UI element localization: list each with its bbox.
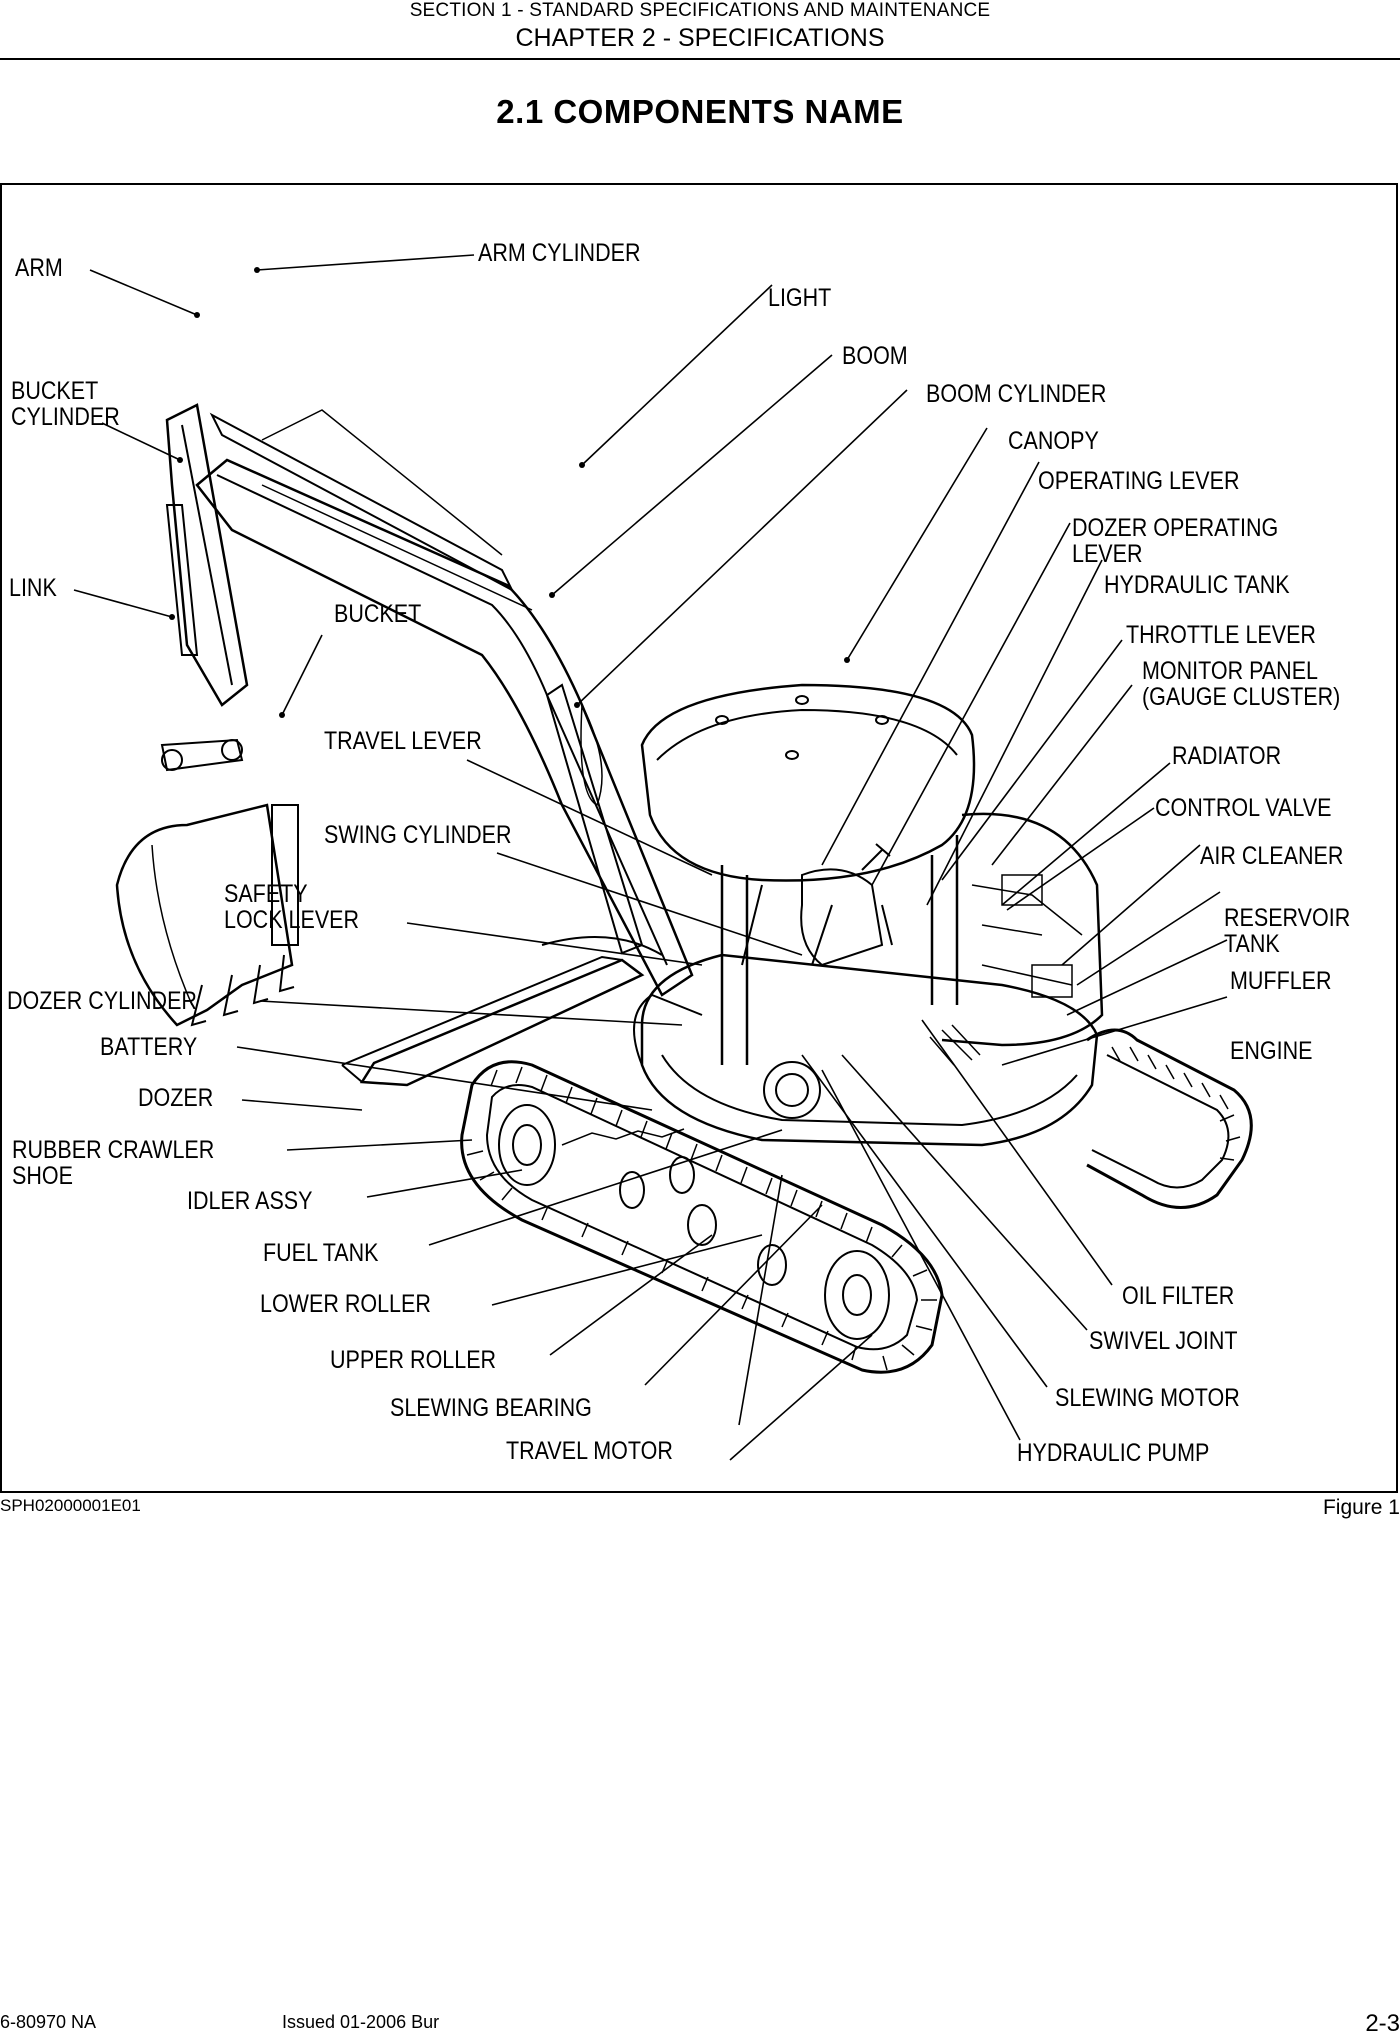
chapter-header: CHAPTER 2 - SPECIFICATIONS — [515, 24, 885, 52]
label-travel-lever: TRAVEL LEVER — [324, 727, 482, 755]
engine-cover — [941, 812, 1104, 1047]
excavator-illustration — [73, 254, 1253, 1461]
label-fuel-tank: FUEL TANK — [263, 1239, 379, 1267]
label-light: LIGHT — [768, 284, 832, 312]
section-header: SECTION 1 - STANDARD SPECIFICATIONS AND … — [409, 0, 991, 21]
label-hydraulic-pump: HYDRAULIC PUMP — [1017, 1439, 1210, 1467]
bucket-shape — [115, 803, 294, 1027]
rear-crawler-track — [1086, 1028, 1253, 1209]
label-control-valve: CONTROL VALVE — [1155, 794, 1332, 822]
label-swivel-joint: SWIVEL JOINT — [1089, 1327, 1238, 1355]
figure-code: SPH02000001E01 — [0, 1496, 141, 1515]
upper-structure — [640, 953, 1099, 1147]
label-travel-motor: TRAVEL MOTOR — [506, 1437, 673, 1465]
label-arm: ARM — [15, 254, 63, 282]
label-dozer: DOZER — [138, 1084, 214, 1112]
label-bucket: BUCKET — [334, 600, 422, 628]
label-slewing-bearing: SLEWING BEARING — [390, 1394, 592, 1422]
label-swing-cylinder: SWING CYLINDER — [324, 821, 512, 849]
label-air-cleaner: AIR CLEANER — [1200, 842, 1344, 870]
label-rubber-crawler-shoe: RUBBER CRAWLER SHOE — [12, 1136, 215, 1190]
label-muffler: MUFFLER — [1230, 967, 1332, 995]
label-monitor-panel: MONITOR PANEL (GAUGE CLUSTER) — [1142, 657, 1341, 711]
label-canopy: CANOPY — [1008, 427, 1099, 455]
footer-doc-number: 6-80970 NA — [0, 2012, 97, 2032]
operator-seat — [800, 868, 884, 967]
label-idler-assy: IDLER ASSY — [187, 1187, 313, 1215]
page-title: 2.1 COMPONENTS NAME — [496, 93, 904, 130]
label-link: LINK — [9, 574, 57, 602]
footer-page-number: 2-3 — [1365, 2010, 1400, 2037]
leader-lines — [73, 254, 1228, 1461]
dozer-blade — [359, 958, 645, 1087]
label-oil-filter: OIL FILTER — [1122, 1282, 1235, 1310]
label-radiator: RADIATOR — [1172, 742, 1282, 770]
figure-number: Figure 1 — [1322, 1496, 1400, 1519]
link — [160, 738, 244, 772]
canopy-roof — [640, 683, 976, 882]
label-boom-cylinder: BOOM CYLINDER — [926, 380, 1107, 408]
label-throttle-lever: THROTTLE LEVER — [1126, 621, 1316, 649]
boom — [195, 458, 694, 997]
label-reservoir-tank: RESERVOIR TANK — [1224, 904, 1351, 958]
label-hydraulic-tank: HYDRAULIC TANK — [1104, 571, 1290, 599]
arm-cylinder — [209, 412, 515, 593]
label-bucket-cylinder: BUCKET CYLINDER — [11, 377, 120, 431]
label-upper-roller: UPPER ROLLER — [330, 1346, 497, 1374]
label-battery: BATTERY — [100, 1033, 198, 1061]
label-engine: ENGINE — [1230, 1037, 1313, 1065]
bucket-cylinder — [165, 504, 199, 656]
label-operating-lever: OPERATING LEVER — [1038, 467, 1240, 495]
arm — [165, 403, 249, 707]
label-boom: BOOM — [842, 342, 908, 370]
label-dozer-operating-lever: DOZER OPERATING LEVER — [1072, 514, 1279, 568]
label-arm-cylinder: ARM CYLINDER — [478, 239, 641, 267]
label-lower-roller: LOWER ROLLER — [260, 1290, 431, 1318]
label-safety-lock-lever: SAFETY LOCK LEVER — [224, 880, 360, 934]
front-crawler-track — [460, 1060, 944, 1374]
footer-issued: Issued 01-2006 Bur — [282, 2012, 440, 2032]
label-slewing-motor: SLEWING MOTOR — [1055, 1384, 1240, 1412]
header-rule — [0, 58, 1400, 60]
label-dozer-cylinder: DOZER CYLINDER — [7, 987, 197, 1015]
components-figure: ARM ARM CYLINDER LIGHT BOOM BOOM CYLINDE… — [0, 183, 1398, 1493]
